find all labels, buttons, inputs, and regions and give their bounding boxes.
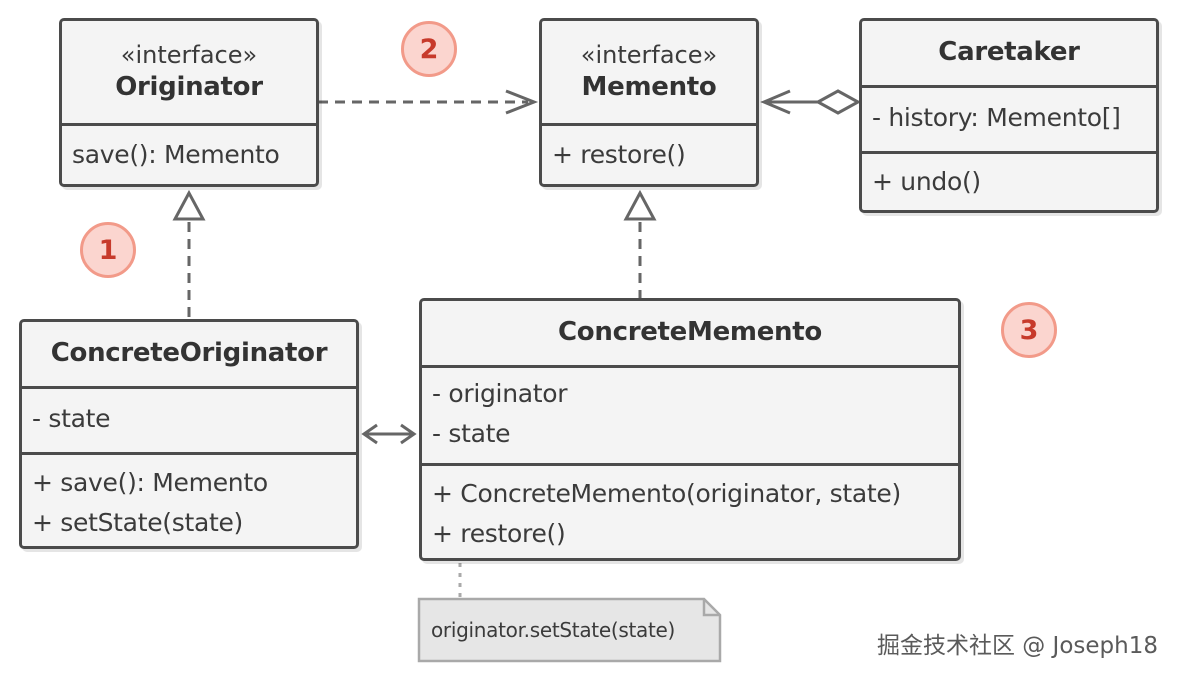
memento-header: «interface» Memento <box>542 21 756 123</box>
originator-method-save: save(): Memento <box>72 140 280 169</box>
concrete-memento-method-restore: + restore() <box>432 519 566 548</box>
concrete-memento-header: ConcreteMemento <box>422 301 958 365</box>
realization-triangle-originator <box>172 189 206 221</box>
memento-method-restore: + restore() <box>552 140 686 169</box>
concrete-originator-fields: - state <box>22 386 356 452</box>
step-badge-2: 2 <box>401 21 457 77</box>
association-arrowhead-left <box>361 423 378 445</box>
originator-class: «interface» Originator save(): Memento <box>59 18 319 187</box>
originator-header: «interface» Originator <box>62 21 316 123</box>
caretaker-name: Caretaker <box>938 37 1080 68</box>
caretaker-class: Caretaker - history: Memento[] + undo() <box>859 18 1159 213</box>
concrete-memento-field-originator: - originator <box>432 379 568 408</box>
caretaker-method-undo: + undo() <box>872 167 981 196</box>
concrete-originator-method-setstate: + setState(state) <box>32 508 244 537</box>
originator-stereotype: «interface» <box>120 40 258 69</box>
concrete-memento-fields: - originator - state <box>422 365 958 463</box>
concrete-originator-name: ConcreteOriginator <box>50 338 328 369</box>
aggregation-diamond <box>814 89 862 115</box>
caretaker-header: Caretaker <box>862 21 1156 85</box>
dependency-arrowhead <box>505 89 539 115</box>
association-arrowhead-right <box>400 423 417 445</box>
memento-class: «interface» Memento + restore() <box>539 18 759 187</box>
step-badge-1: 1 <box>80 222 136 278</box>
note-shape <box>417 597 722 663</box>
concrete-originator-field-state: - state <box>32 404 111 433</box>
concrete-memento-method-constructor: + ConcreteMemento(originator, state) <box>432 479 901 508</box>
note-text: originator.setState(state) <box>431 618 675 642</box>
note-fold <box>702 599 720 617</box>
concrete-originator-class: ConcreteOriginator - state + save(): Mem… <box>19 319 359 549</box>
concrete-originator-methods: + save(): Memento + setState(state) <box>22 452 356 546</box>
step-badge-3: 3 <box>1001 302 1057 358</box>
memento-stereotype: «interface» <box>580 40 718 69</box>
caretaker-methods: + undo() <box>862 151 1156 210</box>
concrete-memento-methods: + ConcreteMemento(originator, state) + r… <box>422 463 958 558</box>
concrete-memento-name: ConcreteMemento <box>558 317 822 348</box>
concrete-originator-header: ConcreteOriginator <box>22 322 356 386</box>
originator-name: Originator <box>115 71 263 102</box>
realization-triangle-memento <box>623 189 657 221</box>
concrete-originator-method-save: + save(): Memento <box>32 468 268 497</box>
caretaker-field-history: - history: Memento[] <box>872 103 1121 132</box>
originator-methods: save(): Memento <box>62 123 316 184</box>
aggregation-arrowhead <box>760 89 791 115</box>
memento-methods: + restore() <box>542 123 756 184</box>
caretaker-fields: - history: Memento[] <box>862 85 1156 151</box>
memento-name: Memento <box>581 71 717 102</box>
concrete-memento-field-state: - state <box>432 419 511 448</box>
concrete-memento-class: ConcreteMemento - originator - state + C… <box>419 298 961 561</box>
watermark: 掘金技术社区 @ Joseph18 <box>876 633 1158 659</box>
